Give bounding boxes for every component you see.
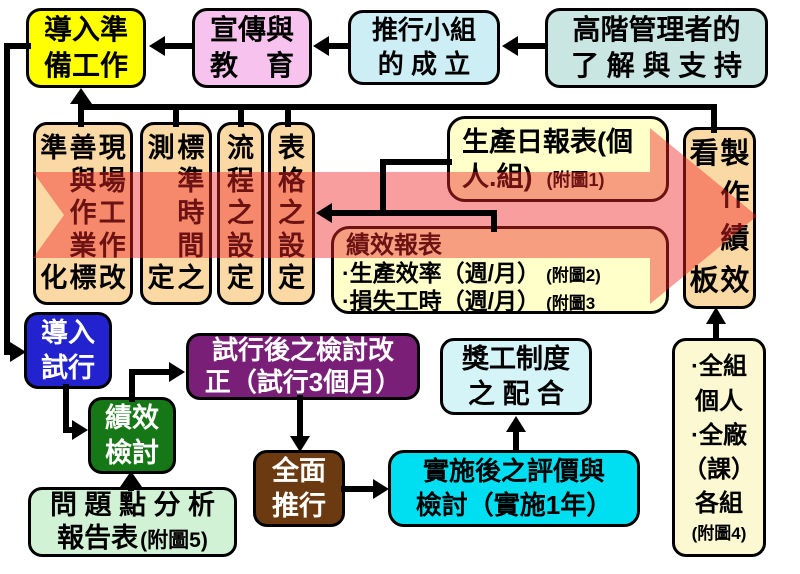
arrowhead-into-review bbox=[72, 420, 88, 440]
arrowhead-into-incentive bbox=[506, 416, 526, 432]
vertical-text-column: 看板 bbox=[689, 138, 719, 297]
box-promotion-team: 推行小組 的 成 立 bbox=[348, 10, 500, 85]
vertical-text-column: 測定 bbox=[147, 133, 175, 293]
box-revision-line1: 試行後之檢討改 bbox=[211, 335, 394, 366]
scope-line: ·全廠 bbox=[691, 421, 747, 449]
connector-pilot-to-review bbox=[63, 384, 75, 433]
box-kanban-scope: ·全組 個人 ·全廠 （課） 各組 (附圖4) bbox=[672, 338, 766, 557]
arrowhead-into-evaluation bbox=[373, 479, 389, 499]
box-preparation: 導入準 備工作 bbox=[26, 8, 146, 88]
box-management-line2: 了 解 與 支 持 bbox=[570, 50, 743, 81]
box-review-line1: 績效 bbox=[105, 402, 159, 433]
box-preparation-line2: 備工作 bbox=[43, 50, 128, 81]
box-pilot-line1: 導入 bbox=[41, 317, 95, 348]
box-pilot-run: 導入 試行 bbox=[24, 312, 112, 389]
performance-report-title: 績效報表 bbox=[346, 232, 442, 259]
box-full-rollout: 全面 推行 bbox=[253, 450, 345, 527]
vertical-text-column: 善與作業標 bbox=[69, 133, 97, 293]
box-management-support: 高階管理者的 了 解 與 支 持 bbox=[545, 8, 768, 88]
box-rollout-line1: 全面 bbox=[272, 455, 326, 486]
box-performance-kanban: 看板 製作績效 bbox=[683, 127, 756, 309]
scope-line: 個人 bbox=[695, 387, 743, 415]
vertical-text-column: 標準時間之 bbox=[177, 133, 205, 293]
box-standard-time: 測定 標準時間之 bbox=[140, 122, 212, 305]
vertical-text-column: 表格之設定 bbox=[278, 133, 305, 293]
arrowhead-into-kanban bbox=[706, 307, 726, 324]
box-team-line1: 推行小組 bbox=[371, 15, 476, 46]
box-onsite-standardization: 準化 善與作業標 現場工作改 bbox=[33, 122, 133, 305]
performance-report-item2-note: (附圖3 bbox=[546, 293, 596, 313]
box-team-line2: 的 成 立 bbox=[377, 48, 471, 79]
problem-report-line2: 報告表 bbox=[57, 523, 139, 553]
vertical-text-column: 流程之設定 bbox=[227, 133, 254, 293]
box-incentive-line1: 獎工制度 bbox=[462, 343, 570, 374]
connector-review-to-revision bbox=[129, 369, 172, 402]
problem-report-line1: 問 題 點 分 析 bbox=[49, 490, 215, 521]
box-evaluation-line1: 實施後之評價與 bbox=[422, 456, 605, 487]
arrowhead-into-prep bbox=[70, 88, 92, 104]
performance-report-item1-note: (附圖2) bbox=[546, 266, 601, 286]
scope-line: （課） bbox=[683, 455, 755, 483]
arrowhead-into-team bbox=[502, 36, 518, 56]
arrowhead-into-prep-right bbox=[149, 36, 165, 56]
problem-report-note: (附圖5) bbox=[140, 529, 208, 552]
box-publicity-education: 宣傳與 教 育 bbox=[192, 8, 312, 88]
box-post-implementation-evaluation: 實施後之評價與 檢討（實施1年） bbox=[388, 450, 640, 527]
connector-dailyreport-elbow bbox=[380, 159, 452, 216]
scope-line: 各組 bbox=[695, 489, 743, 517]
box-preparation-line1: 導入準 bbox=[43, 14, 128, 46]
arrowhead-into-revision bbox=[169, 362, 185, 382]
arrowhead-into-forms bbox=[316, 203, 332, 223]
connector-prep-to-pilot bbox=[4, 43, 31, 355]
box-revision-line2: 正（試行3個月） bbox=[204, 366, 402, 397]
box-review-line2: 檢討 bbox=[105, 437, 159, 468]
performance-report-item2: ·損失工時（週/月） bbox=[342, 287, 541, 314]
box-process-setup: 流程之設定 bbox=[217, 122, 264, 305]
vertical-text-column: 製作績效 bbox=[720, 138, 750, 297]
box-publicity-line2: 教 育 bbox=[209, 50, 294, 81]
box-pilot-revision: 試行後之檢討改 正（試行3個月） bbox=[186, 333, 420, 400]
vertical-text-column: 現場工作改 bbox=[98, 133, 126, 293]
box-publicity-line1: 宣傳與 bbox=[209, 14, 294, 46]
box-rollout-line2: 推行 bbox=[272, 490, 326, 521]
scope-line: ·全組 bbox=[691, 353, 747, 381]
vertical-text-column: 準化 bbox=[40, 133, 68, 293]
daily-report-line2: 人.組) bbox=[462, 162, 533, 192]
box-daily-production-report: 生產日報表(個 人.組) (附圖1) bbox=[447, 116, 669, 202]
box-incentive-system: 獎工制度 之 配 合 bbox=[440, 338, 592, 415]
box-performance-review: 績效 檢討 bbox=[88, 397, 176, 474]
scope-note: (附圖4) bbox=[691, 523, 747, 543]
performance-report-item1: ·生產效率（週/月） bbox=[342, 260, 541, 287]
box-performance-reports: 績效報表 ·生產效率（週/月）(附圖2) ·損失工時（週/月）(附圖3 bbox=[331, 226, 669, 314]
box-management-line1: 高階管理者的 bbox=[572, 14, 741, 46]
daily-report-note: (附圖1) bbox=[546, 170, 605, 190]
arrowhead-into-publicity bbox=[313, 36, 329, 56]
box-evaluation-line2: 檢討（實施1年） bbox=[415, 489, 613, 520]
daily-report-line1: 生產日報表(個 bbox=[462, 127, 633, 158]
box-form-setup: 表格之設定 bbox=[268, 122, 315, 305]
box-incentive-line2: 之 配 合 bbox=[467, 378, 564, 409]
box-problem-analysis-report: 問 題 點 分 析 報告表 (附圖5) bbox=[28, 487, 237, 557]
box-pilot-line2: 試行 bbox=[41, 352, 95, 383]
